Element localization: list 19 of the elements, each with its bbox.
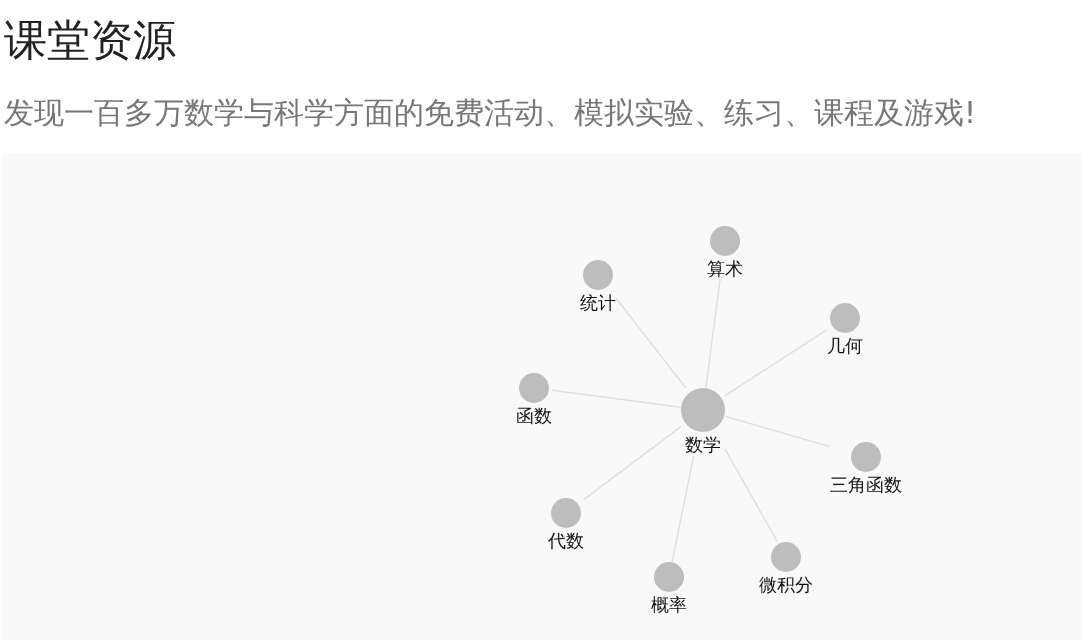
node-label: 微积分 xyxy=(759,575,813,595)
connector-line xyxy=(724,448,779,543)
node-label: 数学 xyxy=(685,435,721,455)
connector-line xyxy=(705,278,721,389)
node-label: 代数 xyxy=(548,531,584,551)
connector-line xyxy=(551,389,682,408)
connector-line xyxy=(671,454,695,563)
connector-line xyxy=(583,425,682,501)
connector-line xyxy=(724,415,831,448)
page-subtitle: 发现一百多万数学与科学方面的免费活动、模拟实验、练习、课程及游戏! xyxy=(4,95,977,131)
node-label: 概率 xyxy=(651,595,687,615)
connector-line xyxy=(724,328,828,397)
node-label: 几何 xyxy=(827,336,863,356)
connector-line xyxy=(615,297,687,389)
node-label: 算术 xyxy=(707,259,743,279)
node-label: 统计 xyxy=(580,293,616,313)
page-title: 课堂资源 xyxy=(4,14,176,66)
node-label: 函数 xyxy=(516,406,552,426)
node-label: 三角函数 xyxy=(830,475,902,495)
